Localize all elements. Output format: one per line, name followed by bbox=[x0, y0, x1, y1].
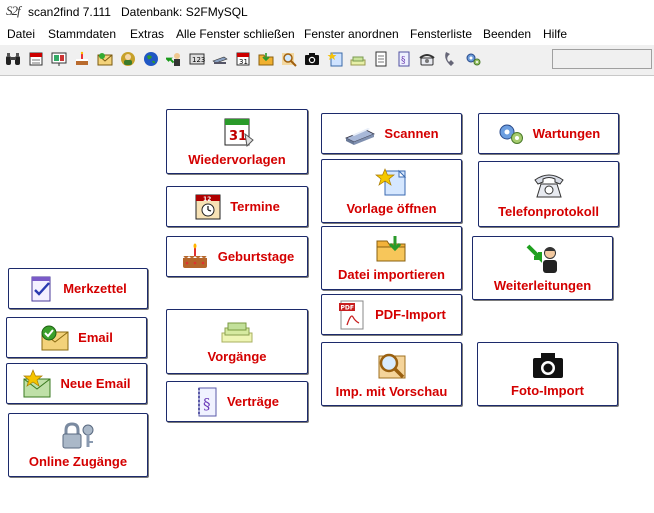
svg-text:31: 31 bbox=[229, 129, 247, 144]
contacts-icon[interactable] bbox=[119, 50, 137, 68]
menu-extras[interactable]: Extras bbox=[130, 27, 165, 41]
forward-icon[interactable] bbox=[165, 50, 183, 68]
globe-icon[interactable] bbox=[142, 50, 160, 68]
scannen-label: Scannen bbox=[384, 126, 439, 141]
calendar-31-icon: 31 bbox=[224, 118, 254, 148]
forward-person-icon bbox=[526, 244, 557, 273]
telephone-icon[interactable] bbox=[418, 50, 436, 68]
weiterleitungen-label: Weiterleitungen bbox=[493, 277, 592, 293]
neue-email-button[interactable]: Neue Email bbox=[6, 363, 147, 404]
foto-import-label: Foto-Import bbox=[511, 382, 584, 398]
menu-alle-fenster-schliessen[interactable]: Alle Fenster schließen bbox=[176, 27, 295, 41]
pdf-import-label: PDF-Import bbox=[375, 307, 446, 322]
app-logo: S2f bbox=[6, 3, 21, 18]
wiedervorlagen-button[interactable]: 31 Wiedervorlagen bbox=[166, 109, 308, 174]
menu-bar: Datei Stammdaten Extras Alle Fenster sch… bbox=[0, 24, 654, 44]
binoculars-icon[interactable] bbox=[4, 50, 22, 68]
notepad-icon[interactable] bbox=[372, 50, 390, 68]
email-icon bbox=[41, 325, 69, 350]
menu-fenster-anordnen[interactable]: Fenster anordnen bbox=[304, 27, 399, 41]
stack-icon[interactable] bbox=[349, 50, 367, 68]
menu-hilfe[interactable]: Hilfe bbox=[543, 27, 568, 41]
contract-icon[interactable]: § bbox=[395, 50, 413, 68]
geburtstage-label: Geburtstage bbox=[217, 249, 295, 264]
calendar-icon[interactable] bbox=[27, 50, 45, 68]
geburtstage-button[interactable]: Geburtstage bbox=[166, 236, 308, 277]
pdf-document-icon: PDF bbox=[339, 300, 364, 329]
telefonprotokoll-label: Telefonprotokoll bbox=[498, 203, 599, 219]
database-label: Datenbank: S2FMySQL bbox=[121, 5, 248, 19]
scanner-icon[interactable] bbox=[211, 50, 229, 68]
menu-datei[interactable]: Datei bbox=[7, 27, 36, 41]
title-bar: S2f scan2find 7.111 Datenbank: S2FMySQL bbox=[0, 0, 654, 24]
cake-icon[interactable] bbox=[73, 50, 91, 68]
email-label: Email bbox=[78, 330, 113, 345]
vorgaenge-button[interactable]: Vorgänge bbox=[166, 309, 308, 374]
merkzettel-label: Merkzettel bbox=[63, 281, 127, 296]
telephone-icon bbox=[533, 174, 564, 197]
online-zugaenge-label: Online Zugänge bbox=[28, 453, 128, 469]
camera-icon bbox=[532, 352, 563, 378]
phone-list-icon[interactable]: 123 bbox=[188, 50, 206, 68]
telephone-gray-icon[interactable] bbox=[441, 50, 459, 68]
weiterleitungen-button[interactable]: Weiterleitungen bbox=[472, 236, 613, 300]
calendar-31-icon[interactable]: 31 bbox=[234, 50, 252, 68]
vertraege-label: Verträge bbox=[226, 394, 280, 409]
lock-key-icon bbox=[62, 421, 94, 448]
magnifier-preview-icon bbox=[378, 353, 405, 378]
pdf-import-button[interactable]: PDF PDF-Import bbox=[321, 294, 462, 335]
merkzettel-button[interactable]: Merkzettel bbox=[8, 268, 148, 309]
folder-import-icon bbox=[376, 235, 405, 261]
termine-label: Termine bbox=[230, 199, 280, 214]
birthday-cake-icon bbox=[182, 243, 207, 268]
gears-icon[interactable] bbox=[464, 50, 482, 68]
gears-icon bbox=[499, 124, 523, 144]
email-icon[interactable] bbox=[96, 50, 114, 68]
folder-import-icon[interactable] bbox=[257, 50, 275, 68]
open-template-icon[interactable] bbox=[326, 50, 344, 68]
email-button[interactable]: Email bbox=[6, 317, 147, 358]
svg-text:§: § bbox=[401, 56, 406, 66]
foto-import-button[interactable]: Foto-Import bbox=[477, 342, 618, 406]
new-email-star-icon bbox=[23, 368, 51, 397]
datei-importieren-button[interactable]: Datei importieren bbox=[321, 226, 462, 290]
scanner-icon bbox=[345, 127, 376, 145]
svg-text:§: § bbox=[203, 395, 211, 413]
online-zugaenge-button[interactable]: Online Zugänge bbox=[8, 413, 148, 477]
wartungen-label: Wartungen bbox=[532, 126, 601, 141]
scannen-button[interactable]: Scannen bbox=[321, 113, 462, 154]
open-template-star-icon bbox=[374, 167, 406, 195]
termine-button[interactable]: 12 Termine bbox=[166, 186, 308, 227]
wiedervorlagen-label: Wiedervorlagen bbox=[188, 152, 286, 167]
vorgaenge-label: Vorgänge bbox=[207, 349, 267, 364]
svg-text:123: 123 bbox=[192, 56, 205, 64]
notepad-checklist-icon bbox=[31, 276, 51, 301]
datei-importieren-label: Datei importieren bbox=[338, 266, 445, 282]
menu-fensterliste[interactable]: Fensterliste bbox=[410, 27, 473, 41]
neue-email-label: Neue Email bbox=[60, 376, 131, 391]
app-name: scan2find 7.111 bbox=[28, 5, 111, 19]
vorlage-oeffnen-button[interactable]: Vorlage öffnen bbox=[321, 159, 462, 223]
menu-beenden[interactable]: Beenden bbox=[483, 27, 532, 41]
toolbar: 123 31 § bbox=[0, 45, 654, 76]
termine-calendar-clock-icon: 12 bbox=[195, 194, 221, 219]
vorlage-oeffnen-label: Vorlage öffnen bbox=[346, 200, 437, 216]
vertraege-button[interactable]: § Verträge bbox=[166, 381, 308, 422]
toolbar-search-field[interactable] bbox=[552, 49, 652, 69]
svg-text:31: 31 bbox=[239, 58, 248, 66]
contract-paragraph-icon: § bbox=[197, 387, 217, 416]
imp-mit-vorschau-label: Imp. mit Vorschau bbox=[335, 383, 448, 399]
svg-text:12: 12 bbox=[203, 196, 211, 203]
wartungen-button[interactable]: Wartungen bbox=[478, 113, 619, 154]
telefonprotokoll-button[interactable]: Telefonprotokoll bbox=[478, 161, 619, 227]
menu-stammdaten[interactable]: Stammdaten bbox=[48, 27, 117, 41]
document-stack-icon bbox=[221, 322, 253, 343]
camera-icon[interactable] bbox=[303, 50, 321, 68]
presentation-icon[interactable] bbox=[50, 50, 68, 68]
magnifier-icon[interactable] bbox=[280, 50, 298, 68]
imp-mit-vorschau-button[interactable]: Imp. mit Vorschau bbox=[321, 342, 462, 406]
pdf-badge-text: PDF bbox=[341, 304, 354, 311]
